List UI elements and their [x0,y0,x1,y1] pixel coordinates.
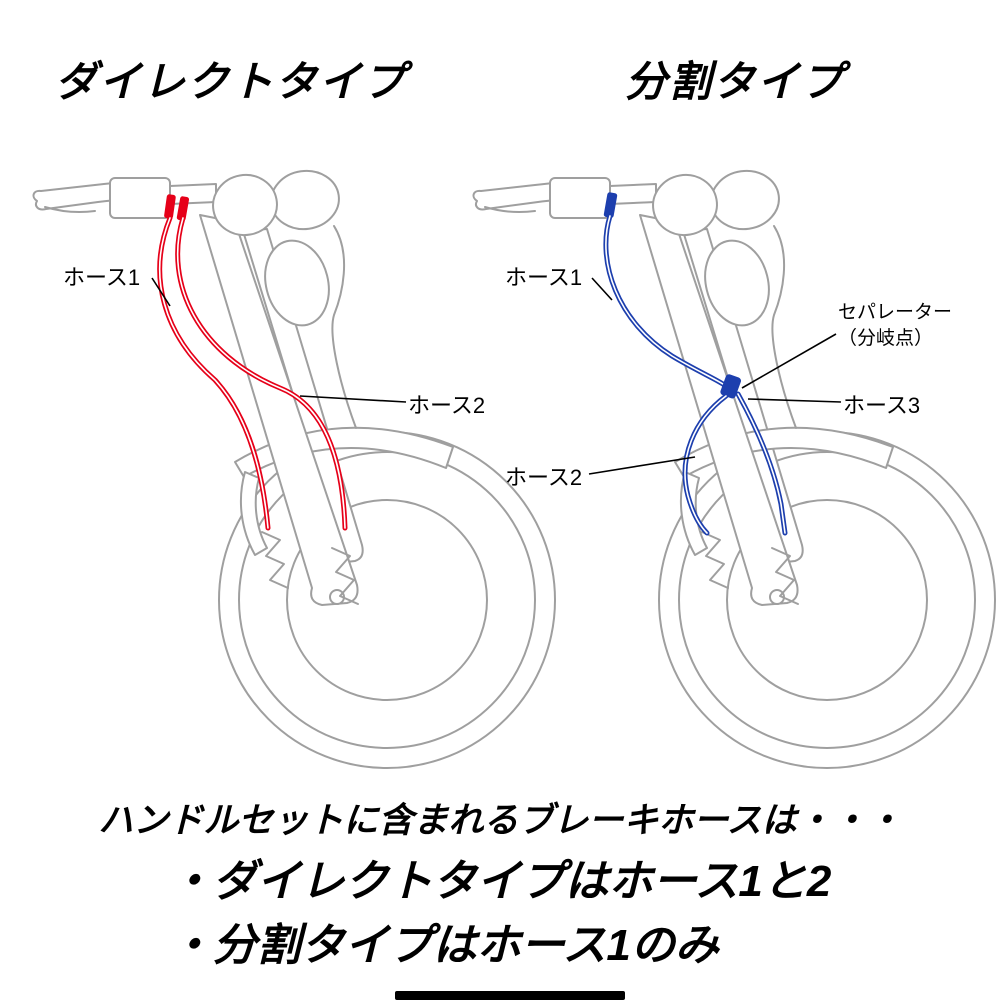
leader-separator [741,333,837,389]
label-direct-hose1: ホース1 [63,265,141,290]
label-split-hose2: ホース2 [505,465,583,490]
direct-bike-line-art [32,165,556,769]
direct-hoses [157,194,348,531]
title-direct-type: ダイレクトタイプ [55,58,408,105]
split-hoses [603,192,788,536]
leader-split-hose3 [747,398,842,403]
leader-split-hose2 [588,456,696,475]
split-hose-2-core [684,395,727,534]
label-separator-line2: （分岐点） [838,328,934,349]
label-direct-hose2: ホース2 [408,393,486,418]
leader-split-hose1 [591,277,613,301]
label-separator: セパレーター （分岐点） [838,300,952,352]
footer-bullets: ・ダイレクトタイプはホース1と2 ・分割タイプはホース1のみ [169,850,832,978]
label-split-hose1: ホース1 [505,265,583,290]
label-split-hose3: ホース3 [843,393,921,418]
split-hose-1-core [605,215,727,387]
footer-intro: ハンドルセットに含まれるブレーキホースは・・・ [98,801,902,840]
label-separator-line1: セパレーター [838,302,953,323]
bottom-edge-bar [395,991,625,1000]
footer-bullet-direct: ・ダイレクトタイプはホース1と2 [168,857,832,906]
leader-direct-hose2 [299,395,407,403]
direct-hose-2-core [176,217,346,529]
title-split-type: 分割タイプ [625,58,846,105]
footer-bullet-split: ・分割タイプはホース1のみ [168,921,719,970]
leader-direct-hose1 [151,277,171,307]
direct-hose-1-core [158,217,269,529]
split-hose-3-core [737,393,786,534]
